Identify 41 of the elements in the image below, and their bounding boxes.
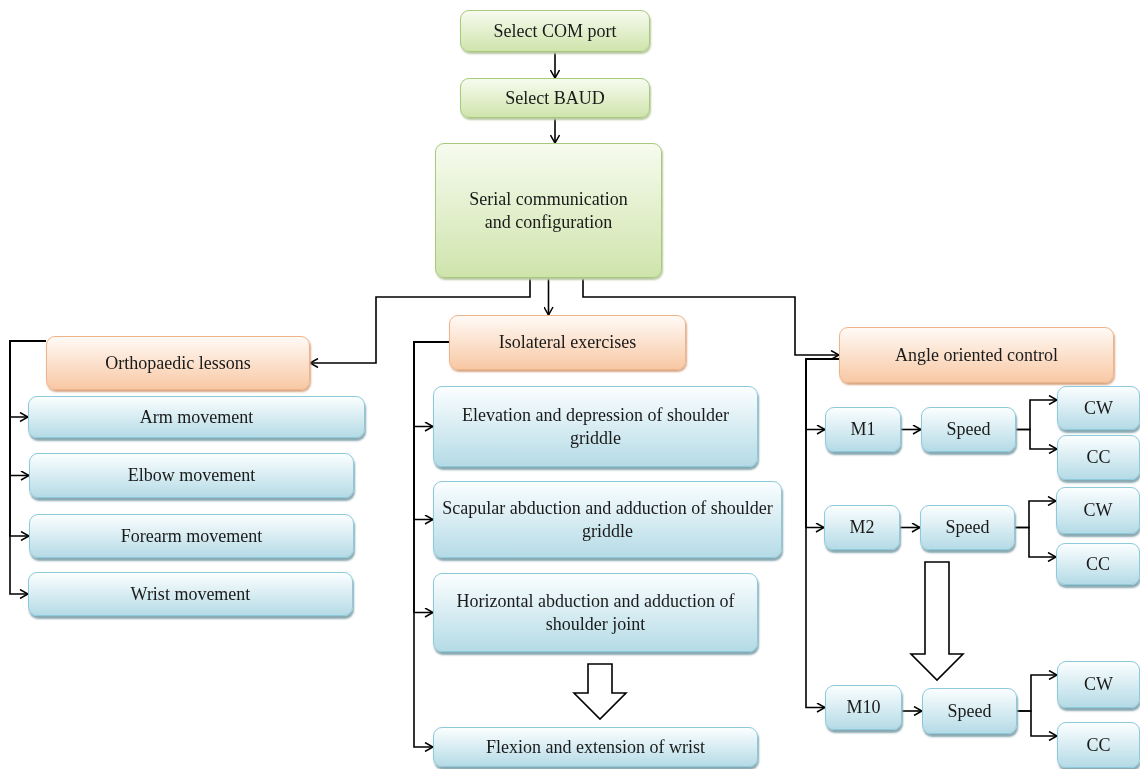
item-box: CW <box>1056 487 1140 534</box>
arrow <box>900 424 922 435</box>
arrow <box>543 277 554 316</box>
item-box: Speed <box>920 505 1015 550</box>
block-arrow <box>572 663 628 721</box>
category-box: Orthopaedic lessons <box>46 336 310 390</box>
item-box: CC <box>1057 722 1140 768</box>
process-box: Serial communication and configuration <box>435 143 662 278</box>
arrow <box>1015 428 1058 455</box>
arrow <box>901 705 923 717</box>
item-box: Forearm movement <box>29 514 354 558</box>
category-box: Isolateral exercises <box>449 315 686 370</box>
item-box: M2 <box>824 505 900 550</box>
item-box: Horizontal abduction and adduction of shoulder joint <box>433 573 758 652</box>
item-box: Speed <box>921 407 1016 452</box>
arrow <box>549 117 561 144</box>
arrow <box>805 358 840 713</box>
item-box: Elbow movement <box>29 453 354 498</box>
arrow <box>582 277 840 361</box>
arrow <box>1016 710 1058 742</box>
arrow <box>899 522 921 533</box>
arrow <box>309 277 531 369</box>
item-box: M1 <box>825 407 901 452</box>
process-box: Select COM port <box>460 10 650 52</box>
item-box: CW <box>1057 661 1140 708</box>
item-box: CW <box>1057 386 1140 430</box>
item-box: Arm movement <box>28 396 365 438</box>
arrow <box>549 51 561 79</box>
item-box: CC <box>1056 543 1140 585</box>
item-box: CC <box>1057 435 1140 480</box>
item-box: M10 <box>825 685 902 730</box>
item-box: Speed <box>922 688 1017 734</box>
item-box: Elevation and depression of shoulder griddle <box>433 386 758 467</box>
process-box: Select BAUD <box>460 78 650 118</box>
item-box: Flexion and extension of wrist <box>433 727 758 767</box>
arrow <box>9 340 47 600</box>
item-box: Scapular abduction and adduction of shoulder griddle <box>433 481 782 558</box>
block-arrow <box>909 561 965 682</box>
arrow <box>1014 526 1057 563</box>
category-box: Angle oriented control <box>839 327 1114 383</box>
item-box: Wrist movement <box>28 572 353 616</box>
